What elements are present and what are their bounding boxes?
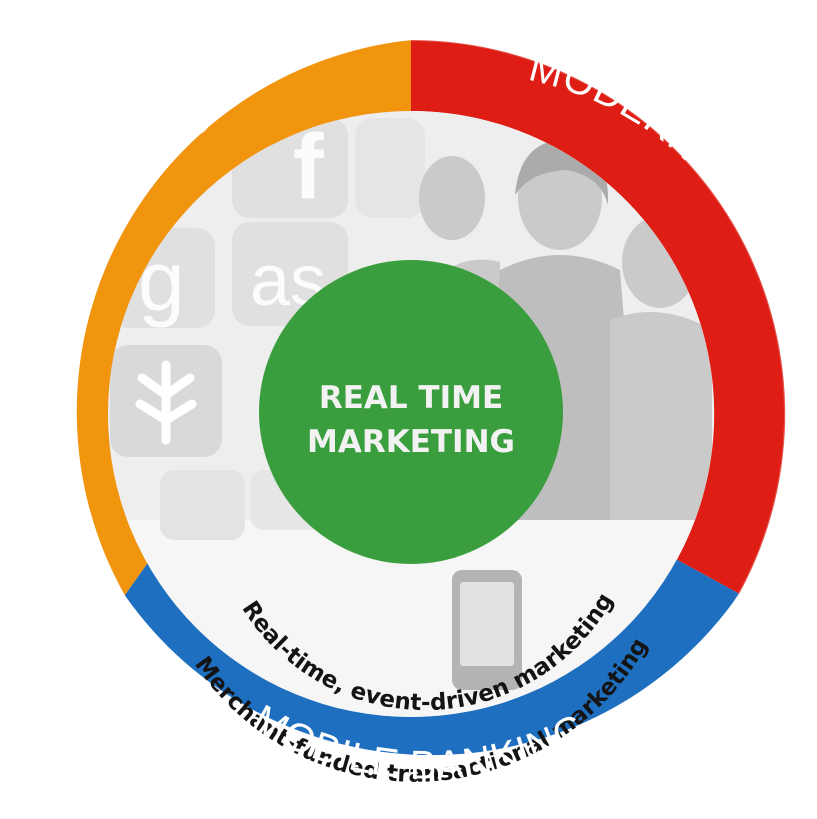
tree-glyph	[135, 360, 197, 445]
person-left-head	[419, 156, 485, 240]
facebook-glyph: f	[293, 116, 324, 218]
segment-modern-direct-banking	[411, 39, 786, 594]
tile-lower-left	[160, 470, 245, 540]
phone-screen	[460, 582, 514, 666]
tile-top-right	[355, 118, 425, 218]
center-title-line1: REAL TIME	[319, 380, 503, 416]
outer-edge	[36, 39, 786, 789]
center-disc	[259, 260, 563, 564]
person-right-body	[610, 312, 712, 520]
center-title-line2: MARKETING	[307, 424, 515, 460]
segment-mobile-banking	[124, 519, 740, 756]
